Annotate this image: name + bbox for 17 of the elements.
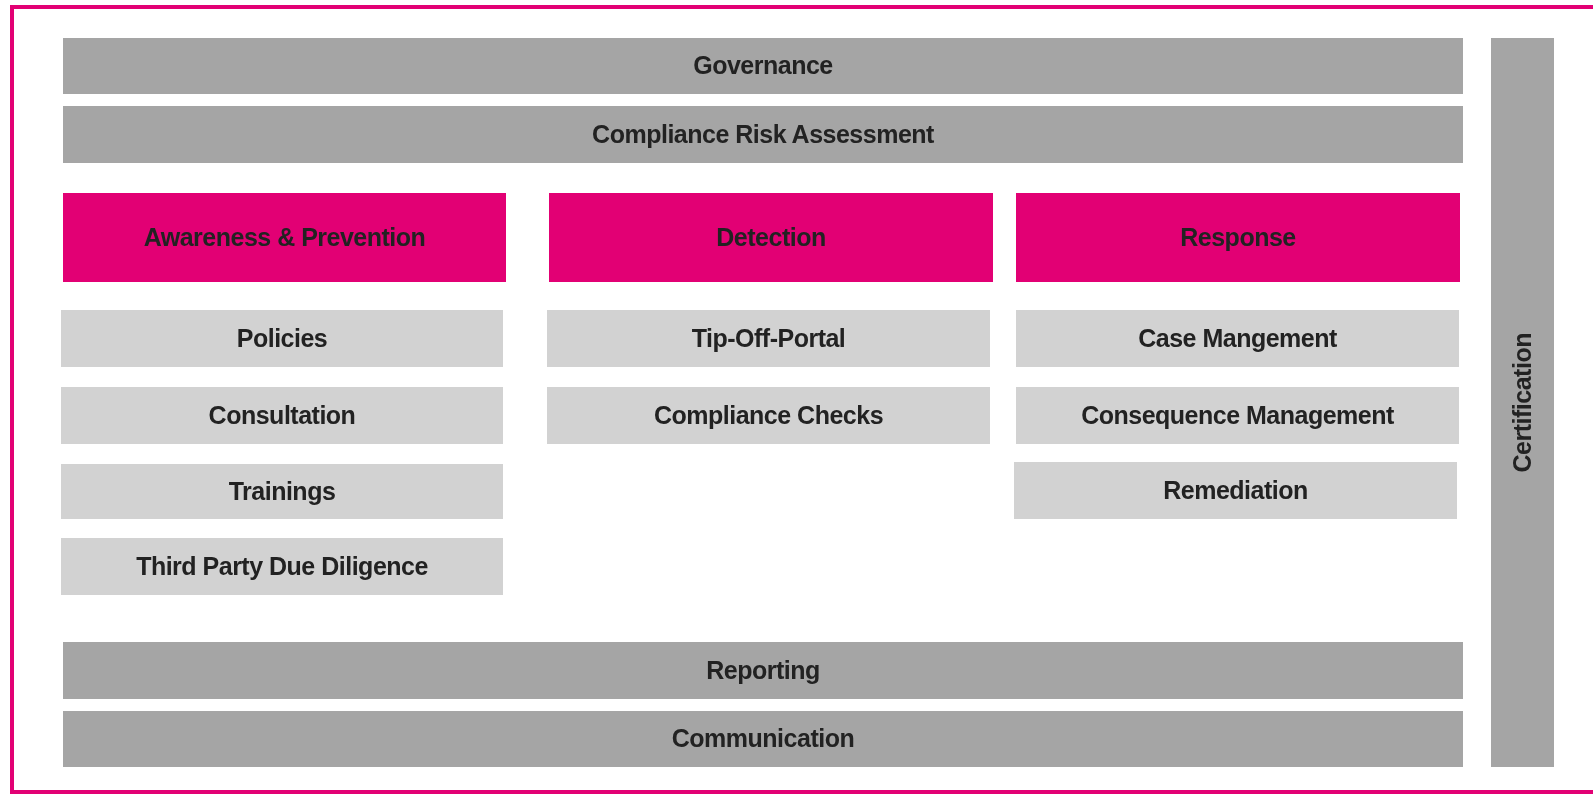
layer-bar: Reporting xyxy=(63,642,1463,699)
layer-bar: Governance xyxy=(63,38,1463,94)
layer-bar: Communication xyxy=(63,711,1463,767)
element-box: Tip-Off-Portal xyxy=(547,310,990,367)
pillar-header: Awareness & Prevention xyxy=(63,193,506,282)
pillar-header: Response xyxy=(1016,193,1460,282)
element-box: Third Party Due Diligence xyxy=(61,538,503,595)
element-box: Remediation xyxy=(1014,462,1457,519)
element-box: Trainings xyxy=(61,464,503,519)
element-box: Consequence Management xyxy=(1016,387,1459,444)
element-box: Policies xyxy=(61,310,503,367)
pillar-header: Detection xyxy=(549,193,993,282)
element-box: Consultation xyxy=(61,387,503,444)
element-box: Compliance Checks xyxy=(547,387,990,444)
element-box: Case Mangement xyxy=(1016,310,1459,367)
layer-bar: Compliance Risk Assessment xyxy=(63,106,1463,163)
vertical-bar: Certification xyxy=(1491,38,1554,767)
